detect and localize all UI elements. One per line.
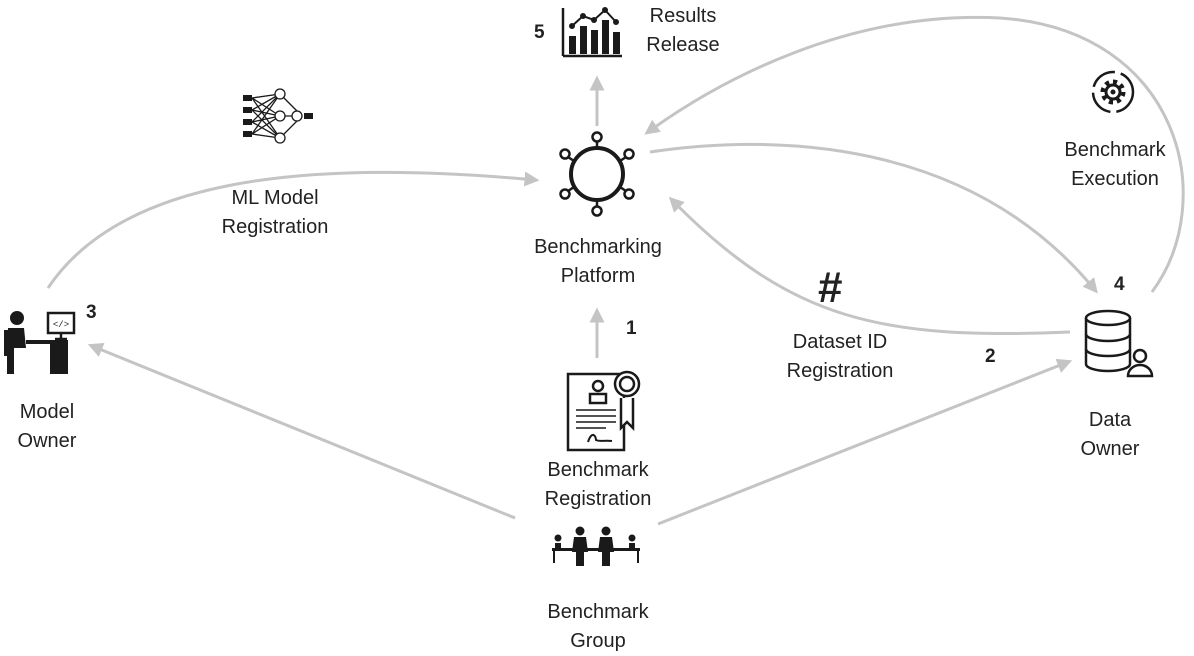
step-4-number: 4 [1114,274,1125,295]
step-3-number: 3 [86,302,97,323]
bar-chart-icon [561,7,622,58]
arrow-dataowner-to-platform-execution [644,15,1185,293]
step-5-number: 5 [534,22,545,43]
certificate-icon [566,370,641,452]
arrow-platform-to-dataowner [649,142,1098,294]
group-meeting-icon [552,526,640,566]
database-user-icon [1084,309,1154,378]
developer-at-computer-icon: </> [4,311,76,374]
step-2-number: 2 [985,346,996,367]
hub-network-icon [559,131,635,217]
arrow-group-to-modelowner [87,343,516,520]
neural-network-icon [243,88,313,144]
hash-icon: # [818,263,843,312]
step-1-number: 1 [626,318,637,339]
arrow-group-to-dataowner [657,358,1073,526]
gear-cycle-icon [1091,70,1135,114]
svg-text:</>: </> [53,320,69,330]
arrow-modelowner-to-platform [46,170,540,289]
arrow-dataowner-to-platform-dataset [668,196,1071,336]
